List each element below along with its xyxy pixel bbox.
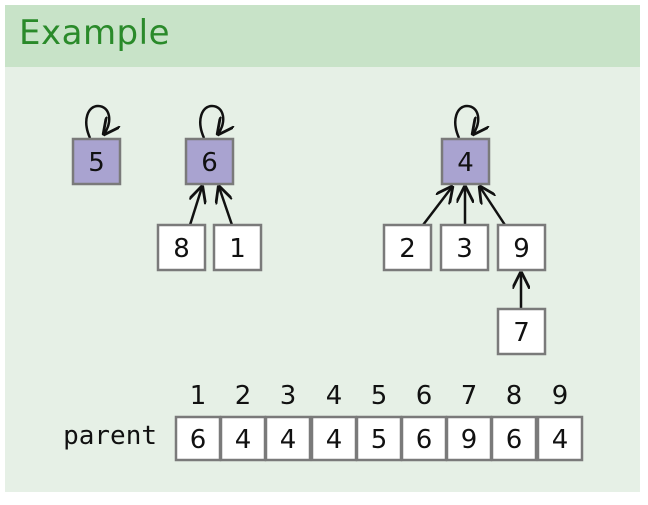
array-label: parent <box>63 421 157 451</box>
array-value: 4 <box>326 425 343 455</box>
array-cell <box>400 415 448 462</box>
array-index: 1 <box>190 381 207 411</box>
node-6: 6 <box>184 137 235 186</box>
edge-8-to-6 <box>188 187 202 226</box>
array-index: 2 <box>235 381 252 411</box>
slide-header: Example <box>5 5 640 67</box>
node-7-label: 7 <box>513 318 530 348</box>
node-4: 4 <box>440 137 491 186</box>
array-cell <box>536 415 584 462</box>
array-index: 6 <box>416 381 433 411</box>
array-value: 4 <box>235 425 252 455</box>
node-1: 1 <box>212 223 263 272</box>
node-3-label: 3 <box>456 234 473 264</box>
node-1-label: 1 <box>229 234 246 264</box>
array-index: 5 <box>371 381 388 411</box>
node-3: 3 <box>439 223 490 272</box>
edge-9-to-4 <box>480 187 507 226</box>
array-cell <box>445 415 493 462</box>
node-5: 5 <box>71 137 122 186</box>
array-cell <box>219 415 267 462</box>
array-cell <box>355 415 403 462</box>
node-8-label: 8 <box>173 234 190 264</box>
array-value: 5 <box>371 425 388 455</box>
array-index: 3 <box>280 381 297 411</box>
self-loop-6 <box>199 104 223 139</box>
array-value: 6 <box>190 425 207 455</box>
array-indices: 1 2 3 4 5 6 7 8 9 <box>190 381 569 411</box>
edge-2-to-4 <box>422 187 452 226</box>
slide-title: Example <box>19 13 171 53</box>
array-value: 6 <box>506 425 523 455</box>
node-5-label: 5 <box>88 148 105 178</box>
array-index: 4 <box>326 381 343 411</box>
node-8: 8 <box>156 223 207 272</box>
array-index: 9 <box>552 381 569 411</box>
array-value: 6 <box>416 425 433 455</box>
array-index: 8 <box>506 381 523 411</box>
array-index: 7 <box>461 381 478 411</box>
node-6-label: 6 <box>201 148 218 178</box>
array-value: 4 <box>280 425 297 455</box>
node-7: 7 <box>496 307 547 356</box>
node-9-label: 9 <box>513 234 530 264</box>
array-value: 4 <box>552 425 569 455</box>
array-value: 9 <box>461 425 478 455</box>
node-9: 9 <box>496 223 547 272</box>
node-4-label: 4 <box>457 148 474 178</box>
parent-array: 6 4 4 4 5 6 9 6 4 <box>174 415 584 462</box>
node-2-label: 2 <box>399 234 416 264</box>
array-cell <box>310 415 358 462</box>
self-loop-4 <box>454 104 478 139</box>
self-loop-5 <box>85 104 109 139</box>
edge-1-to-6 <box>219 187 234 226</box>
array-cell <box>490 415 538 462</box>
array-cell <box>264 415 312 462</box>
node-2: 2 <box>382 223 433 272</box>
